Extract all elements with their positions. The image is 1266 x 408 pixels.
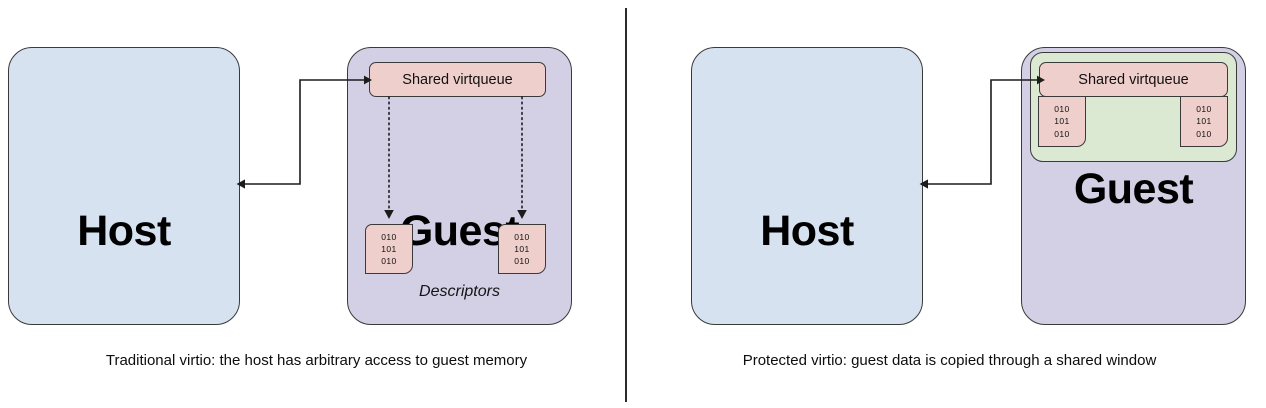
descriptor-bits-line: 010 — [1196, 104, 1212, 115]
virtqueue-to-descriptor-0-arrow — [382, 96, 396, 224]
descriptor-bits-line: 010 — [514, 231, 530, 242]
panel-caption-protected: Protected virtio: guest data is copied t… — [742, 352, 1157, 369]
descriptor-box: 010 101 010 — [365, 224, 413, 274]
descriptor-bits-line: 010 — [514, 256, 530, 267]
panel-caption-traditional: Traditional virtio: the host has arbitra… — [105, 352, 528, 369]
descriptor-bits-line: 010 — [1054, 104, 1070, 115]
descriptors-caption: Descriptors — [419, 283, 500, 300]
host-label: Host — [77, 207, 171, 255]
descriptor-box: 010 101 010 — [1180, 96, 1228, 147]
panel-protected: Host Guest Shared virtqueue 010 101 010 … — [633, 0, 1266, 408]
panel-divider — [625, 8, 627, 402]
descriptor-bits-line: 101 — [381, 243, 397, 254]
host-virtqueue-connector-traditional — [236, 72, 376, 192]
host-box-protected: Host — [691, 47, 923, 325]
descriptor-bits-line: 101 — [1054, 116, 1070, 127]
descriptor-bits-line: 101 — [514, 243, 530, 254]
descriptor-bits-line: 010 — [381, 231, 397, 242]
shared-virtqueue-box-traditional: Shared virtqueue — [369, 62, 546, 97]
guest-label: Guest — [1073, 165, 1194, 213]
descriptor-bits-line: 010 — [1054, 128, 1070, 139]
virtqueue-to-descriptor-1-arrow — [515, 96, 529, 224]
panel-traditional: Host Guest Shared virtqueue 010 — [8, 47, 572, 369]
host-label: Host — [760, 207, 854, 255]
host-virtqueue-connector-protected — [919, 72, 1049, 192]
descriptor-bits-line: 010 — [381, 256, 397, 267]
descriptor-box: 010 101 010 — [1038, 96, 1086, 147]
shared-virtqueue-label: Shared virtqueue — [1078, 71, 1189, 88]
shared-virtqueue-label: Shared virtqueue — [402, 71, 513, 88]
descriptor-bits-line: 101 — [1196, 116, 1212, 127]
descriptor-box: 010 101 010 — [498, 224, 546, 274]
host-box-traditional: Host — [8, 47, 240, 325]
descriptor-bits-line: 010 — [1196, 128, 1212, 139]
shared-virtqueue-box-protected: Shared virtqueue — [1039, 62, 1228, 97]
